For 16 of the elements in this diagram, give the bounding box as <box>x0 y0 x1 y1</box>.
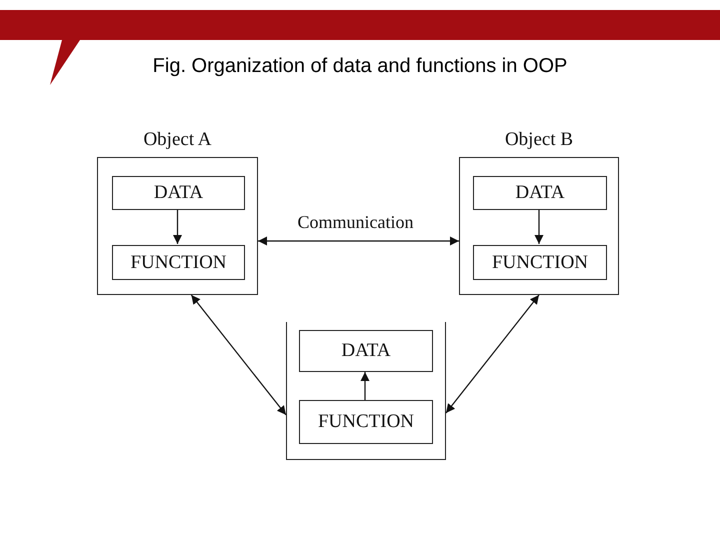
member-label: DATA <box>340 340 392 362</box>
member-box <box>112 176 245 210</box>
member-label: DATA <box>514 182 566 204</box>
member-box <box>473 176 607 210</box>
member-label: FUNCTION <box>490 252 590 274</box>
figure-title: Fig. Organization of data and functions in OOP <box>152 55 568 78</box>
member-label: FUNCTION <box>316 411 416 433</box>
object-box <box>286 322 446 460</box>
member-box <box>299 330 433 372</box>
member-label: DATA <box>152 182 204 204</box>
member-box <box>299 400 433 444</box>
member-box <box>112 245 245 280</box>
object-heading: Object B <box>504 129 574 151</box>
member-box <box>473 245 607 280</box>
object-heading: Object A <box>142 129 213 151</box>
member-label: FUNCTION <box>129 252 228 274</box>
